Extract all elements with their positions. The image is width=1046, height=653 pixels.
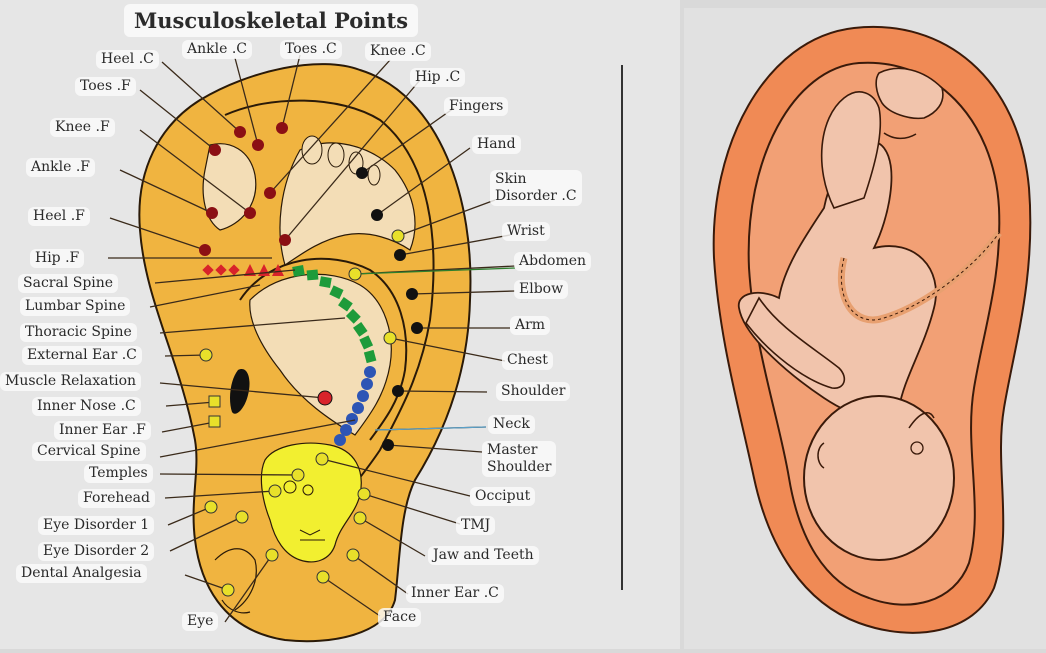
label-shoulder: Shoulder (496, 382, 571, 401)
label-external-ear-c: External Ear .C (22, 346, 142, 365)
label-master-shoulder-line1: Master (487, 442, 538, 458)
fetus-foot (875, 67, 944, 120)
fetus-eye (910, 441, 924, 455)
label-inner-nose-c: Inner Nose .C (32, 397, 141, 416)
dark-red-points (199, 122, 291, 256)
fetus-head (803, 395, 955, 561)
label-toes-c: Toes .C (280, 40, 342, 59)
label-inner-ear-c: Inner Ear .C (406, 584, 504, 603)
thoracic-spine-points (292, 265, 377, 364)
label-knee-f: Knee .F (50, 118, 115, 137)
skull-eye (302, 484, 314, 496)
label-lumbar-spine: Lumbar Spine (20, 297, 131, 316)
label-elbow: Elbow (514, 280, 569, 299)
label-master-shoulder-line2: Shoulder (487, 459, 552, 475)
label-master-shoulder: Master Shoulder (482, 441, 557, 477)
label-thoracic-spine: Thoracic Spine (20, 323, 137, 342)
label-toes-f: Toes .F (75, 77, 136, 96)
label-sacral-spine: Sacral Spine (18, 274, 119, 293)
fetus-arm (745, 296, 846, 389)
black-points (356, 167, 423, 451)
label-abdomen: Abdomen (514, 252, 592, 271)
toe-shape (301, 135, 323, 165)
leader-lines (108, 54, 516, 623)
green-leader-lines (354, 267, 516, 275)
label-hip-c: Hip .C (410, 68, 466, 87)
yellow-points (199, 229, 405, 597)
label-face: Face (378, 608, 422, 627)
label-jaw-and-teeth: Jaw and Teeth (428, 546, 539, 565)
label-hip-f: Hip .F (30, 249, 85, 268)
skull-eye (283, 480, 297, 494)
label-skin-disorder-line2: Disorder .C (495, 188, 577, 204)
label-inner-ear-f: Inner Ear .F (54, 421, 151, 440)
label-occiput: Occiput (470, 487, 536, 506)
label-cervical-spine: Cervical Spine (32, 442, 146, 461)
label-temples: Temples (84, 464, 153, 483)
concha-fold (239, 257, 408, 441)
inverted-fetus-diagram (712, 25, 1032, 634)
fetus-face (908, 412, 935, 429)
inverted-fetus-panel (684, 8, 1046, 649)
label-forehead: Forehead (78, 489, 155, 508)
label-ankle-c: Ankle .C (182, 40, 252, 59)
label-fingers: Fingers (444, 97, 509, 116)
label-skin-disorder-line1: Skin (495, 171, 527, 187)
umbilical-cord-outline (840, 232, 1000, 321)
label-dental-analgesia: Dental Analgesia (16, 564, 147, 583)
lobe-face-drawing (214, 548, 257, 614)
muscle-relaxation-point (317, 390, 333, 406)
ear-diagram (108, 54, 623, 643)
label-eye-disorder-2: Eye Disorder 2 (38, 542, 155, 561)
label-hand: Hand (472, 135, 521, 154)
label-neck: Neck (488, 415, 535, 434)
label-eye-disorder-1: Eye Disorder 1 (38, 516, 155, 535)
label-wrist: Wrist (502, 222, 550, 241)
label-knee-c: Knee .C (365, 42, 431, 61)
skull-jaw (299, 529, 325, 541)
label-heel-c: Heel .C (96, 50, 159, 69)
label-heel-f: Heel .F (28, 207, 90, 226)
label-muscle-relaxation: Muscle Relaxation (0, 372, 142, 391)
fetus-ear (817, 442, 825, 469)
sacral-lumbar-points (202, 264, 284, 276)
toe-shape (327, 142, 345, 168)
cervical-spine-points (334, 366, 376, 446)
skull-shape (260, 442, 362, 563)
antihelix-fold (224, 99, 435, 521)
label-skin-disorder-c: Skin Disorder .C (490, 170, 582, 206)
label-ankle-f: Ankle .F (26, 158, 95, 177)
fetus-toes (883, 132, 917, 140)
blue-leader-lines (374, 426, 487, 431)
diagram-title: Musculoskeletal Points (124, 4, 419, 37)
label-tmj: TMJ (456, 516, 496, 535)
label-chest: Chest (502, 351, 553, 370)
ear-points-panel: Musculoskeletal Points Heel .C Ankle .C … (0, 0, 680, 649)
label-arm: Arm (510, 316, 551, 335)
fetus-leg (820, 91, 882, 209)
label-eye: Eye (182, 612, 219, 631)
ear-canal-shadow (230, 369, 250, 414)
